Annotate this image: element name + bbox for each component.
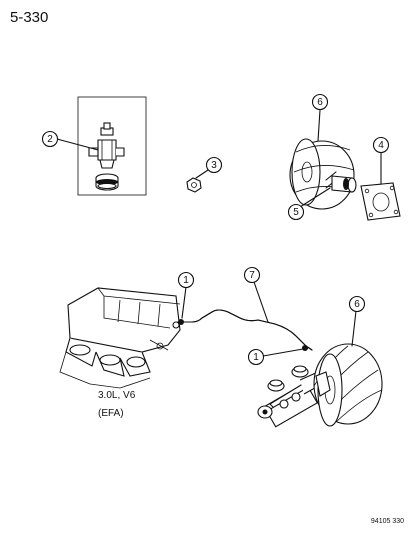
callout-number-2: 2: [47, 134, 53, 145]
callout-number-4: 4: [378, 140, 384, 151]
callout-circle-2: [41, 130, 59, 148]
callout-number-6b: 6: [354, 299, 360, 310]
leader-line-2: [56, 138, 99, 151]
callout-number-5: 5: [293, 207, 299, 218]
callout-circle-4: [372, 136, 390, 154]
callout-circle-1a: [177, 271, 195, 289]
lower-assembly-group: 1 7 6 1: [59, 266, 383, 428]
transmission-label: (EFA): [98, 408, 124, 419]
callout-circle-7: [243, 266, 261, 284]
callout-circle-1b: [247, 348, 265, 366]
master-cylinder: [257, 365, 323, 428]
leader-line-6a: [317, 109, 321, 142]
upper-booster-group: 4 5 6: [287, 93, 401, 221]
callout-number-6a: 6: [317, 97, 323, 108]
leader-line-1b: [262, 348, 304, 357]
callout-number-3: 3: [211, 160, 217, 171]
power-brake-booster-lower: [313, 343, 383, 427]
callout-circle-6b: [348, 295, 366, 313]
leader-line-1a: [181, 286, 187, 319]
power-brake-booster-upper: [289, 138, 357, 210]
callout-number-1b: 1: [253, 352, 259, 363]
intake-manifold: [59, 287, 181, 389]
check-valve: [88, 122, 125, 191]
engine-label: 3.0L, V6: [98, 390, 136, 401]
page-number: 5-330: [10, 9, 48, 26]
check-valve-group: 2: [41, 96, 147, 196]
callout-circle-3: [205, 156, 223, 174]
nut-group: 3: [186, 156, 223, 193]
leader-line-7: [253, 281, 269, 323]
vacuum-hose: [177, 309, 313, 351]
callout-circle-5: [287, 203, 305, 221]
detail-box: [77, 96, 147, 196]
callout-number-1a: 1: [183, 275, 189, 286]
booster-gasket: [360, 182, 401, 221]
callout-circle-6a: [311, 93, 329, 111]
leader-line-6b: [351, 310, 357, 347]
leader-line-5: [299, 187, 331, 208]
callout-number-7: 7: [249, 270, 255, 281]
leader-line-3: [195, 169, 209, 179]
nut: [186, 177, 202, 193]
figure-code: 94105 330: [371, 518, 404, 525]
